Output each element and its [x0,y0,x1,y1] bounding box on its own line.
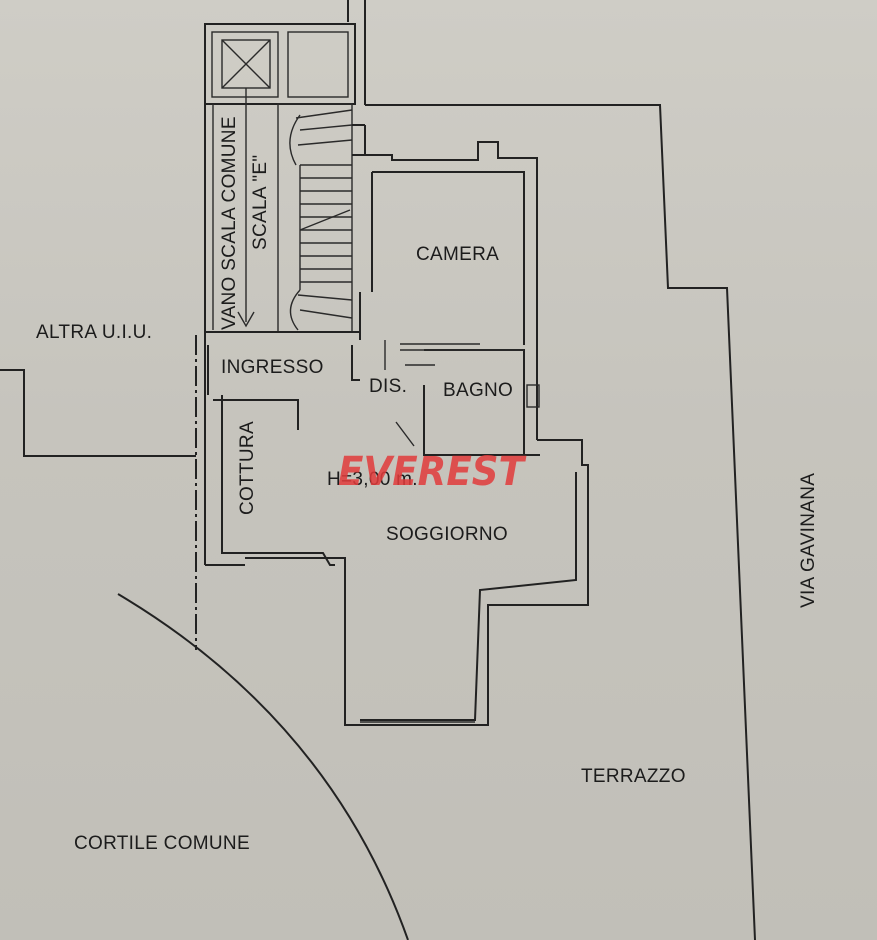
label-vano-scala: VANO SCALA COMUNE [219,116,240,330]
label-ingresso: INGRESSO [221,357,324,378]
staircase [237,88,353,333]
label-soggiorno: SOGGIORNO [386,524,508,545]
label-scala-e: SCALA "E" [250,155,271,250]
label-via-gavinana: VIA GAVINANA [798,473,819,608]
label-cortile-comune: CORTILE COMUNE [74,833,250,854]
cortile-arc [117,593,409,940]
label-height: H=3,00 m. [327,469,418,490]
watermark-logo: EVEREST [338,449,527,495]
label-camera: CAMERA [416,244,499,265]
label-altra-uiu: ALTRA U.I.U. [36,322,152,343]
label-bagno: BAGNO [443,380,513,401]
altra-uiu-outline [0,369,196,457]
label-terrazzo: TERRAZZO [581,766,686,787]
stair-shaft [195,0,366,650]
apartment-walls [205,104,756,940]
label-cottura: COTTURA [237,421,258,515]
label-dis: DIS. [369,376,407,397]
